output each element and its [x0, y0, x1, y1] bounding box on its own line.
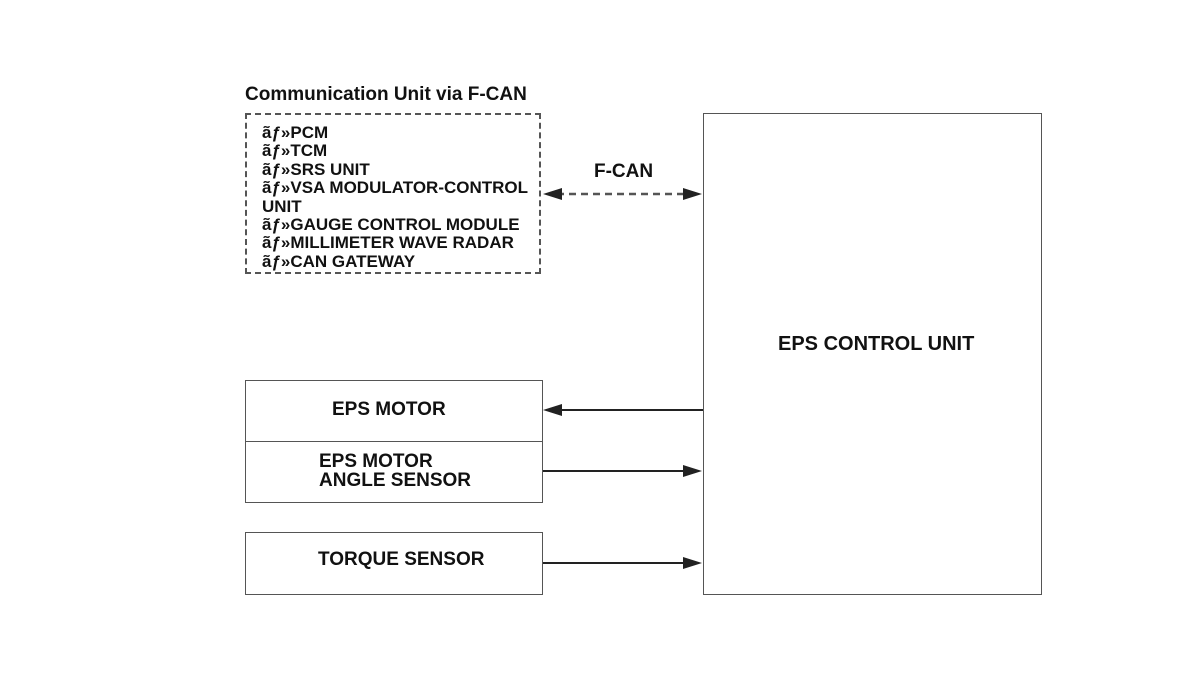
eps-motor-angle-sensor-label-line2: ANGLE SENSOR	[319, 470, 472, 491]
torque-sensor-arrowhead	[683, 557, 702, 569]
communication-unit-box	[245, 113, 541, 274]
eps-control-unit-box	[703, 113, 1042, 595]
torque-sensor-box	[245, 532, 543, 595]
communication-unit-title: Communication Unit via F-CAN	[245, 84, 527, 105]
torque-sensor-label: TORQUE SENSOR	[318, 549, 485, 570]
list-item: ãƒ»TCM	[262, 141, 328, 161]
eps-motor-arrowhead	[543, 404, 562, 416]
eps-motor-angle-sensor-label-line1: EPS MOTOR	[319, 451, 433, 472]
eps-control-unit-text: EPS CONTROL UNIT	[778, 333, 975, 355]
list-item: ãƒ»CAN GATEWAY	[262, 251, 416, 271]
list-item: ãƒ»PCM	[262, 123, 329, 142]
list-item: ãƒ»VSA MODULATOR-CONTROL	[262, 178, 529, 198]
eps-motor-label: EPS MOTOR	[332, 399, 446, 420]
communication-unit-list: ãƒ»PCM ãƒ»TCM ãƒ»SRS UNIT ãƒ»VSA MODULAT…	[262, 123, 529, 271]
f-can-arrowhead-left	[543, 188, 562, 200]
f-can-arrowhead-right	[683, 188, 702, 200]
list-item: ãƒ»GAUGE CONTROL MODULE	[262, 215, 520, 235]
eps-motor-angle-sensor-box	[245, 441, 543, 503]
f-can-label: F-CAN	[594, 161, 654, 182]
list-item: ãƒ»SRS UNIT	[262, 159, 370, 179]
list-item: ãƒ»MILLIMETER WAVE RADAR	[262, 233, 514, 253]
angle-sensor-arrowhead	[683, 465, 702, 477]
list-item: UNIT	[262, 196, 302, 216]
